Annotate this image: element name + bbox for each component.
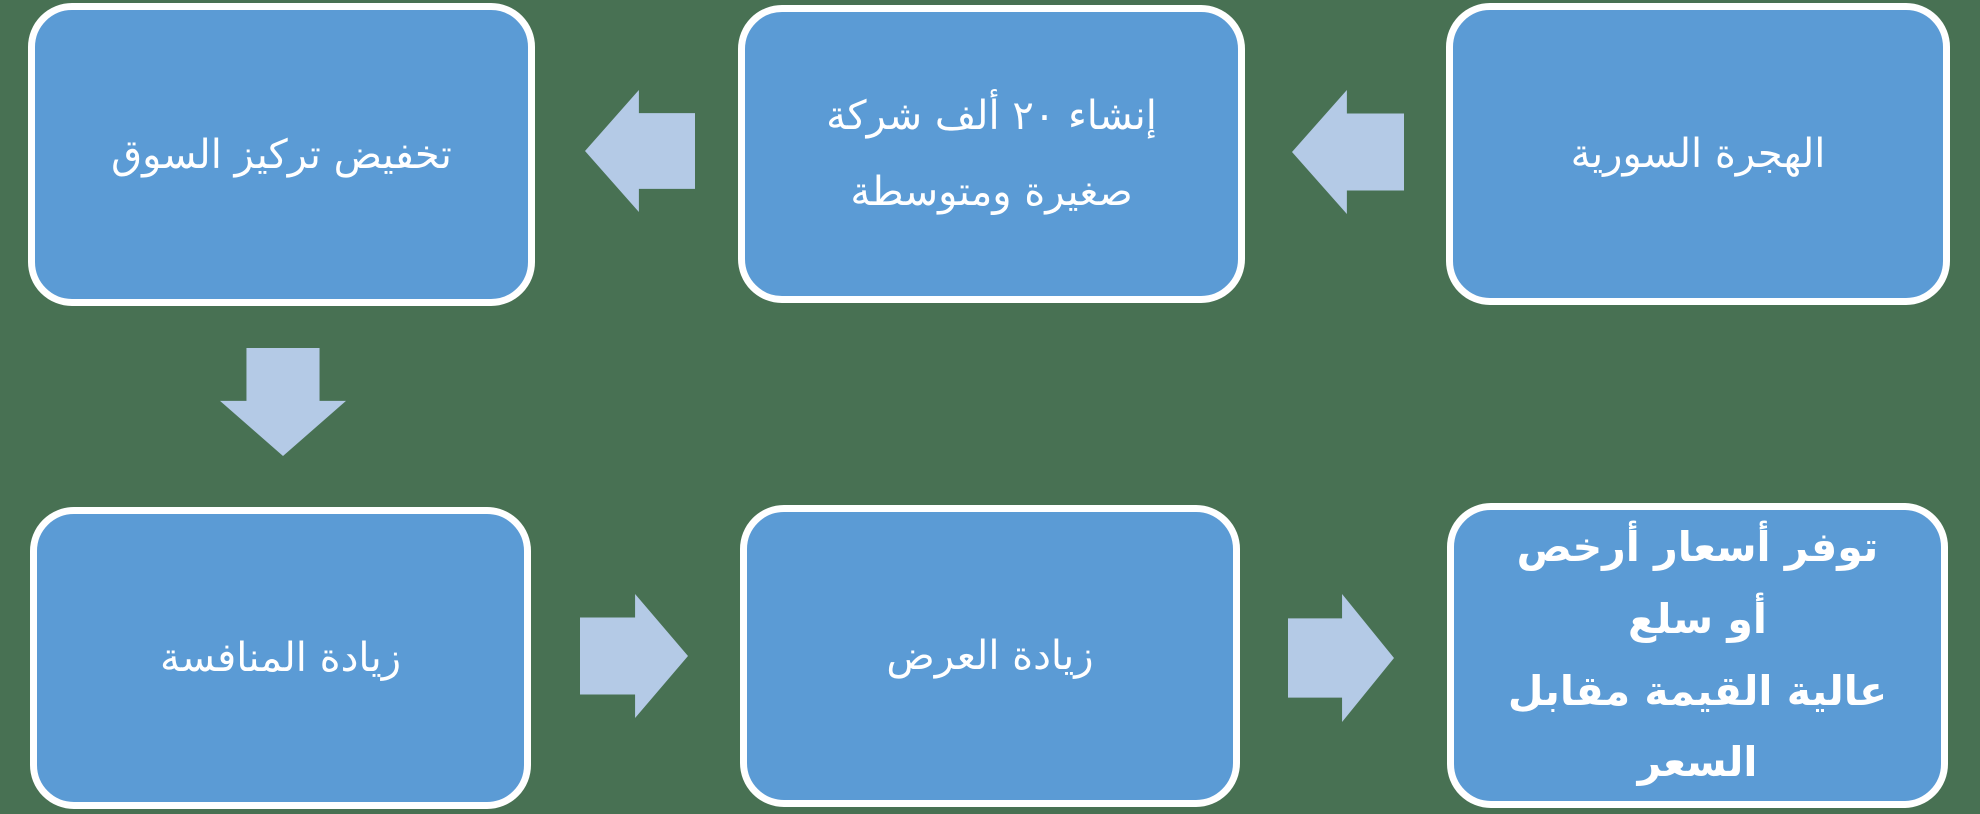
- flow-box-syrian-migration-label: الهجرة السورية: [1570, 131, 1826, 177]
- flow-box-create-20k-smes: إنشاء ٢٠ ألف شركة صغيرة ومتوسطة: [738, 5, 1245, 303]
- flow-box-cheaper-prices-or-value: توفر أسعار أرخص أو سلع عالية القيمة مقاب…: [1447, 503, 1948, 808]
- flow-arrow-right-icon: [580, 594, 688, 718]
- flow-box-cheaper-prices-or-value-label: توفر أسعار أرخص أو سلع عالية القيمة مقاب…: [1507, 523, 1888, 787]
- flow-box-increase-competition-label: زيادة المنافسة: [159, 635, 402, 681]
- flow-box-increase-supply-label: زيادة العرض: [886, 633, 1094, 679]
- flow-box-increase-supply: زيادة العرض: [740, 505, 1240, 807]
- flow-box-reduce-market-concentration-label: تخفيض تركيز السوق: [111, 131, 452, 178]
- flow-arrow-down-icon: [220, 348, 346, 456]
- flow-arrow-right-icon: [1288, 594, 1394, 722]
- flow-arrow-left-icon: [1292, 90, 1404, 214]
- flow-box-syrian-migration: الهجرة السورية: [1446, 3, 1950, 305]
- flow-arrow-left-icon: [585, 90, 695, 212]
- flow-box-reduce-market-concentration: تخفيض تركيز السوق: [28, 3, 535, 306]
- flow-box-create-20k-smes-label: إنشاء ٢٠ ألف شركة صغيرة ومتوسطة: [826, 93, 1157, 215]
- flow-box-increase-competition: زيادة المنافسة: [30, 507, 531, 809]
